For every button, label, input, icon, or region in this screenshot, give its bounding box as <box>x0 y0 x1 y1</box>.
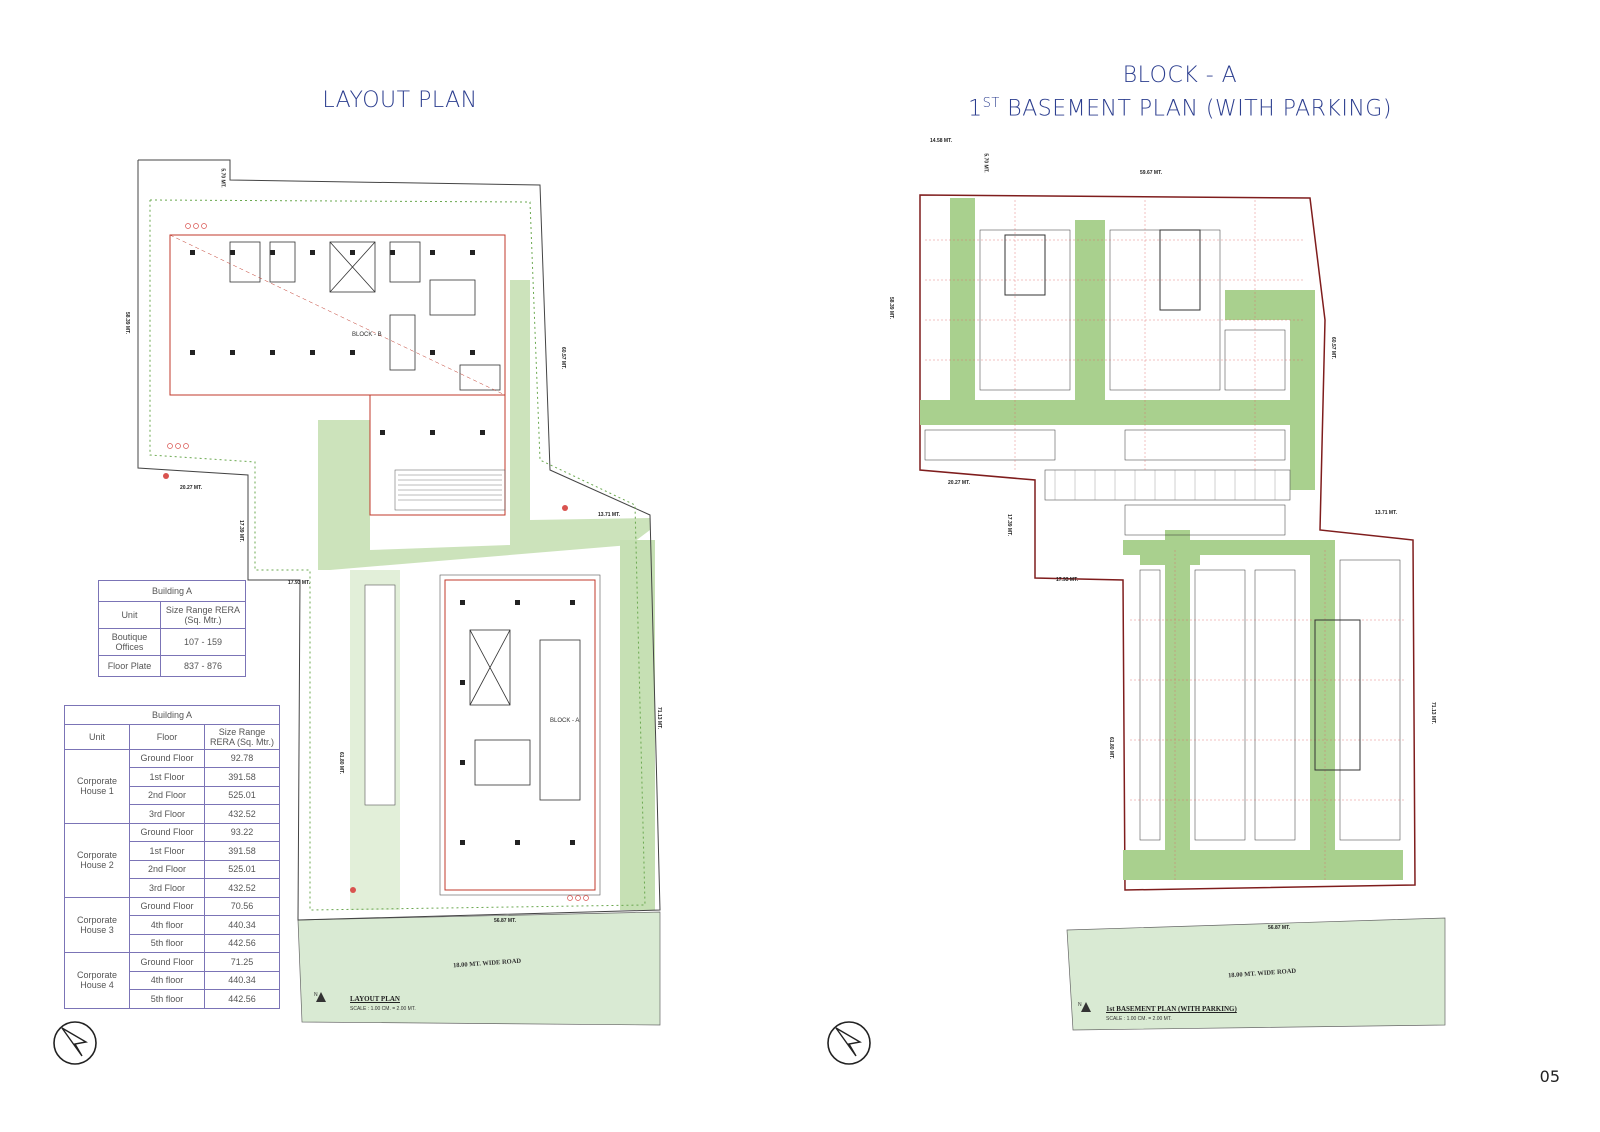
basement-title-line1: BLOCK - A <box>1122 63 1238 88</box>
page-number: 05 <box>1539 1067 1560 1086</box>
dim-label: 20.27 MT. <box>180 485 202 491</box>
table-cell: 93.22 <box>204 822 280 842</box>
table-cell: 432.52 <box>204 878 280 898</box>
table-cell: 71.25 <box>204 952 280 972</box>
basement-plan-drawing <box>919 194 1446 1031</box>
dim-label: 60.57 MT. <box>559 347 566 369</box>
compass-icon <box>827 1021 871 1065</box>
block-b-label: BLOCK - B <box>352 332 382 338</box>
table-header: Size Range RERA (Sq. Mtr.) <box>204 723 280 750</box>
table-cell: Boutique Offices <box>98 628 161 656</box>
basement-plan-title: BLOCK - A 1ST BASEMENT PLAN (WITH PARKIN… <box>900 62 1460 123</box>
dim-label: 17.39 MT. <box>237 520 244 542</box>
dim-label: 71.13 MT. <box>1429 702 1436 724</box>
dim-label: 5.70 MT. <box>219 168 226 188</box>
dim-label: 13.71 MT. <box>598 512 620 518</box>
dim-label: 13.71 MT. <box>1375 510 1397 516</box>
table-cell: 440.34 <box>204 915 280 935</box>
table-cell: 4th floor <box>129 915 205 935</box>
dim-label: 5.70 MT. <box>982 153 989 173</box>
corporate-house-area-table: Building A Unit Floor Size Range RERA (S… <box>64 705 280 1009</box>
layout-plan-drawing <box>137 159 661 1026</box>
table-cell: 4th floor <box>129 970 205 990</box>
dim-label: 71.13 MT. <box>655 707 662 729</box>
table-cell: Ground Floor <box>129 748 205 768</box>
table-cell: 837 - 876 <box>159 655 247 677</box>
dim-label: 58.39 MT. <box>887 297 894 319</box>
layout-plan-caption: LAYOUT PLAN <box>350 995 400 1003</box>
table-cell: 1st Floor <box>129 841 205 861</box>
table-cell: Ground Floor <box>129 822 205 842</box>
table-cell: Corporate House 4 <box>64 952 130 1009</box>
table-cell: Floor Plate <box>98 655 161 677</box>
dim-label: 17.93 MT. <box>1056 577 1078 583</box>
table-cell: 440.34 <box>204 970 280 990</box>
dim-label: 17.93 MT. <box>288 580 310 586</box>
layout-plan-title: LAYOUT PLAN <box>322 88 478 113</box>
table-header: Unit <box>98 601 161 629</box>
table-cell: 442.56 <box>204 933 280 953</box>
block-a-label: BLOCK - A <box>550 718 580 724</box>
table-header: Size Range RERA (Sq. Mtr.) <box>159 601 247 629</box>
north-label: N <box>314 992 318 998</box>
table-cell: 432.52 <box>204 804 280 824</box>
table-cell: 1st Floor <box>129 767 205 787</box>
table-cell: 3rd Floor <box>129 804 205 824</box>
table-header: Unit <box>64 723 130 750</box>
table-cell: Ground Floor <box>129 896 205 916</box>
dim-label: 58.39 MT. <box>123 312 130 334</box>
dim-label: 60.57 MT. <box>1329 337 1336 359</box>
table-cell: 525.01 <box>204 785 280 805</box>
table-title: Building A <box>64 705 280 725</box>
table-cell: Corporate House 1 <box>64 748 130 824</box>
table-cell: 391.58 <box>204 841 280 861</box>
table-cell: 391.58 <box>204 767 280 787</box>
table-cell: 107 - 159 <box>159 628 247 656</box>
basement-plan-scale: SCALE : 1.00 CM. = 2.00 MT. <box>1106 1016 1172 1022</box>
table-header: Floor <box>129 723 205 750</box>
table-title: Building A <box>98 580 246 602</box>
dim-label: 61.80 MT. <box>1107 737 1114 759</box>
table-cell: Ground Floor <box>129 952 205 972</box>
table-cell: 2nd Floor <box>129 859 205 879</box>
basement-title-line2: 1ST BASEMENT PLAN (WITH PARKING) <box>968 96 1392 122</box>
dim-label: 56.87 MT. <box>494 918 516 924</box>
dim-label: 17.39 MT. <box>1005 514 1012 536</box>
table-cell: 2nd Floor <box>129 785 205 805</box>
dim-label: 61.80 MT. <box>337 752 344 774</box>
dim-label: 20.27 MT. <box>948 480 970 486</box>
table-cell: 442.56 <box>204 989 280 1009</box>
basement-plan-caption: 1st BASEMENT PLAN (WITH PARKING) <box>1106 1005 1237 1013</box>
dim-label: 56.87 MT. <box>1268 925 1290 931</box>
layout-plan-scale: SCALE : 1.00 CM. = 2.00 MT. <box>350 1006 416 1012</box>
table-cell: 525.01 <box>204 859 280 879</box>
compass-icon <box>53 1021 97 1065</box>
dim-label: 14.58 MT. <box>930 138 952 144</box>
table-cell: 92.78 <box>204 748 280 768</box>
table-cell: 5th floor <box>129 989 205 1009</box>
dim-label: 59.67 MT. <box>1140 170 1162 176</box>
table-cell: Corporate House 2 <box>64 822 130 898</box>
table-cell: 70.56 <box>204 896 280 916</box>
table-cell: Corporate House 3 <box>64 896 130 953</box>
table-cell: 3rd Floor <box>129 878 205 898</box>
table-cell: 5th floor <box>129 933 205 953</box>
north-label: N <box>1078 1002 1082 1008</box>
